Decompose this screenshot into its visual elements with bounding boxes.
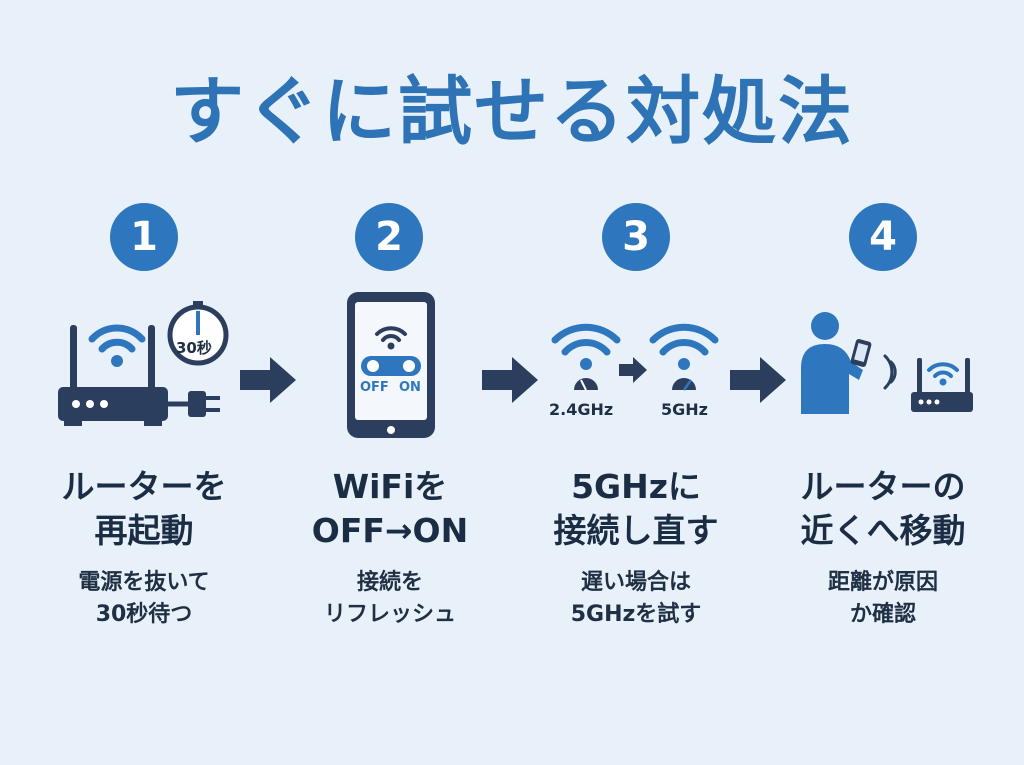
step-1-badge: 1 [110, 203, 178, 271]
freq-24ghz-label: 2.4GHz [549, 400, 614, 419]
timer-label: 30秒 [176, 339, 212, 357]
arrow-right-icon [240, 357, 296, 403]
step-4-sub-line2: か確認 [849, 602, 916, 627]
wifi-band-icon [551, 323, 719, 391]
step-2-badge: 2 [355, 203, 423, 271]
step-1-sub-line1: 電源を抜いて [78, 570, 210, 595]
step-4-description: 距離が原因 か確認 [758, 567, 1008, 631]
step-2-sub-line2: リフレッシュ [323, 602, 456, 627]
router-restart-illustration: 30秒 [50, 295, 240, 435]
toggle-on-label: ON [399, 380, 421, 395]
toggle-off-label: OFF [360, 380, 389, 395]
step-1-heading-line2: 再起動 [94, 511, 194, 550]
step-1-sub-line2: 30秒待つ [95, 602, 193, 627]
step-1-description: 電源を抜いて 30秒待つ [19, 567, 269, 631]
step-3-badge: 3 [602, 203, 670, 271]
step-4-heading-line2: 近くへ移動 [800, 511, 966, 550]
person-near-router-illustration [795, 310, 980, 420]
arrow-right-icon [730, 357, 786, 403]
smartphone-icon [347, 292, 435, 438]
step-3-sub-line2: 5GHzを試す [570, 602, 702, 627]
step-2-sub-line1: 接続を [356, 570, 423, 595]
step-4-heading: ルーターの 近くへ移動 [758, 465, 1008, 553]
phone-illustration: OFF ON [345, 290, 437, 440]
arrow-right-icon [482, 357, 538, 403]
step-1-heading-line1: ルーターを [61, 467, 227, 506]
router-icon [58, 301, 229, 426]
step-4-sub-line1: 距離が原因 [827, 570, 938, 595]
step-1-heading: ルーターを 再起動 [19, 465, 269, 553]
step-3-heading: 5GHzに 接続し直す [511, 465, 761, 553]
step-3-heading-line1: 5GHzに [571, 467, 701, 506]
router-small-icon [911, 358, 973, 412]
step-2-heading-line1: WiFiを [332, 467, 448, 506]
step-2-heading-line2: OFF→ON [311, 511, 469, 550]
step-4-badge: 4 [849, 203, 917, 271]
step-3-sub-line1: 遅い場合は [580, 570, 691, 595]
step-2-description: 接続を リフレッシュ [265, 567, 515, 631]
page-title: すぐに試せる対処法 [170, 69, 854, 155]
step-2-heading: WiFiを OFF→ON [265, 465, 515, 553]
step-3-description: 遅い場合は 5GHzを試す [511, 567, 761, 631]
freq-5ghz-label: 5GHz [661, 400, 708, 419]
person-icon [801, 312, 973, 414]
step-4-heading-line1: ルーターの [800, 467, 966, 506]
step-3-heading-line2: 接続し直す [553, 511, 719, 550]
band-switch-illustration: 2.4GHz 5GHz [545, 312, 725, 427]
